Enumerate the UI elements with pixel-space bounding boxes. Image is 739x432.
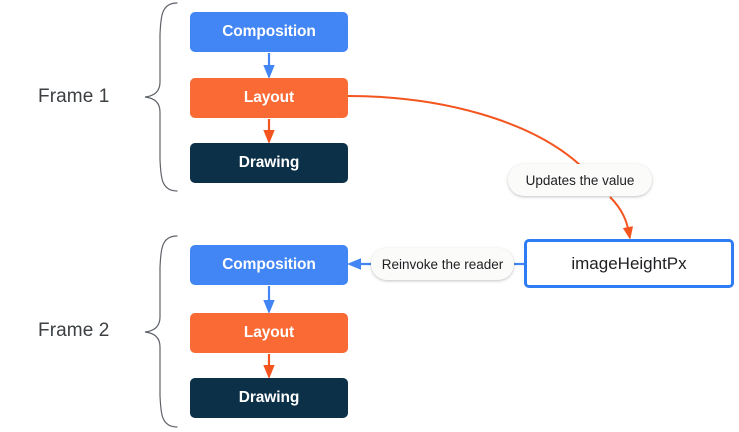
frame-2-stage-composition: Composition — [190, 245, 348, 285]
frame-2-stage-layout: Layout — [190, 313, 348, 353]
frame-1-stage-drawing: Drawing — [190, 143, 348, 183]
frame-1-stage-layout: Layout — [190, 78, 348, 118]
frame-1-label: Frame 1 — [38, 86, 110, 107]
curve-layout-to-updates-label — [347, 95, 581, 166]
annotation-updates-the-value: Updates the value — [508, 164, 652, 196]
frame-1-stage-composition: Composition — [190, 12, 348, 52]
frame-2-brace — [144, 235, 178, 428]
arrow-updates-to-state — [609, 196, 634, 240]
frame-2-stage-drawing: Drawing — [190, 378, 348, 418]
state-node-image-height-px: imageHeightPx — [524, 239, 734, 288]
frame-2-label: Frame 2 — [38, 320, 110, 341]
frame-1-brace — [144, 2, 178, 192]
annotation-reinvoke-the-reader: Reinvoke the reader — [371, 248, 514, 280]
